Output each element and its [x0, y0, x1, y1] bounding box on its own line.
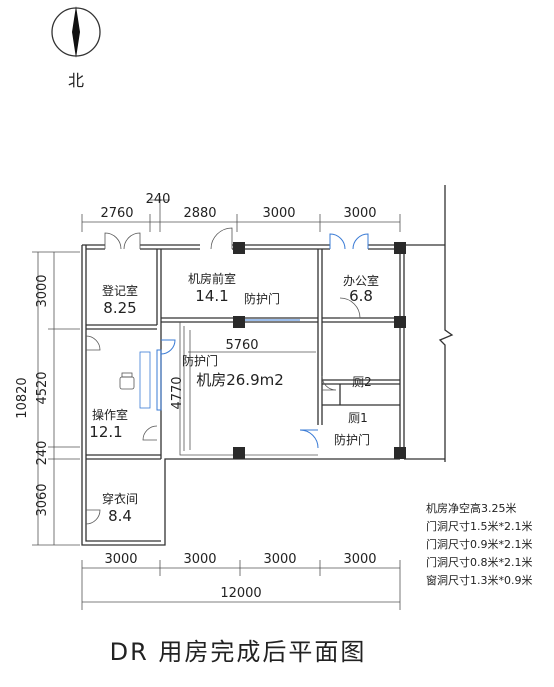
note-3: 门洞尺寸0.9米*2.1米 — [426, 537, 533, 551]
door-control-bottom — [142, 425, 158, 441]
top-dimensions: 2760 240 2880 3000 3000 — [81, 192, 401, 232]
door-restroom2 — [321, 375, 337, 391]
room-restroom2-label: 厕2 — [352, 375, 372, 389]
doors — [85, 227, 369, 525]
left-dimensions: 10820 3000 4520 240 3060 — [15, 251, 80, 546]
room-registration-name: 登记室 — [102, 283, 138, 298]
door-protect-left — [160, 339, 176, 355]
room-office-area: 6.8 — [349, 287, 373, 305]
dim-inner-vertical: 4770 — [170, 376, 185, 409]
windows — [139, 349, 162, 411]
protect-door-label-left: 防护门 — [182, 353, 218, 368]
room-control-name: 操作室 — [92, 407, 128, 422]
door-changing — [85, 509, 101, 525]
door-reg-left — [104, 232, 122, 250]
room-machine-label: 机房26.9m2 — [196, 371, 284, 389]
chair-icon — [119, 372, 135, 390]
dim-inner-horizontal: 5760 — [225, 338, 258, 353]
inner-dimensions: 5760 4770 — [170, 330, 316, 450]
room-restroom1-label: 厕1 — [348, 411, 368, 425]
protect-door-label-bottom: 防护门 — [334, 432, 370, 447]
door-control-top — [85, 335, 101, 351]
note-4: 门洞尺寸0.8米*2.1米 — [426, 555, 533, 569]
bottom-dimensions: 3000 3000 3000 3000 12000 — [81, 552, 401, 610]
dim-left-4: 3060 — [35, 483, 50, 516]
note-1: 机房净空高3.25米 — [426, 501, 517, 515]
room-registration-area: 8.25 — [103, 299, 136, 317]
dim-left-total: 10820 — [15, 377, 30, 418]
north-arrow-icon — [72, 6, 80, 58]
room-control-area: 12.1 — [89, 423, 122, 441]
compass-label: 北 — [68, 71, 84, 90]
note-2: 门洞尺寸1.5米*2.1米 — [426, 519, 533, 533]
dim-left-1: 3000 — [35, 274, 50, 307]
dim-top-2: 240 — [146, 192, 171, 207]
door-office-inner — [339, 297, 361, 319]
room-office-name: 办公室 — [343, 273, 379, 288]
dim-bottom-1: 3000 — [104, 552, 137, 567]
dim-bottom-4: 3000 — [343, 552, 376, 567]
protect-door-label-top: 防护门 — [244, 291, 280, 306]
north-compass: 北 — [51, 6, 101, 90]
door-office-left — [329, 233, 346, 250]
walls — [81, 185, 454, 546]
room-changing-area: 8.4 — [108, 507, 132, 525]
dim-top-4: 3000 — [262, 206, 295, 221]
spec-notes: 机房净空高3.25米 门洞尺寸1.5米*2.1米 门洞尺寸0.9米*2.1米 门… — [426, 501, 533, 587]
dim-left-3: 240 — [35, 441, 50, 466]
plan-title: DR 用房完成后平面图 — [110, 638, 367, 666]
dim-bottom-3: 3000 — [263, 552, 296, 567]
room-front-name: 机房前室 — [188, 271, 236, 286]
dim-left-2: 4520 — [35, 371, 50, 404]
dim-top-3: 2880 — [183, 206, 216, 221]
note-5: 窗洞尺寸1.3米*0.9米 — [426, 573, 533, 587]
protect-door-labels: 防护门 防护门 防护门 — [182, 291, 370, 447]
door-front — [210, 227, 233, 250]
dim-bottom-total: 12000 — [220, 586, 261, 601]
room-labels: 登记室 8.25 机房前室 14.1 办公室 6.8 操作室 12.1 机房26… — [89, 271, 379, 525]
door-office-right — [352, 233, 369, 250]
dim-top-1: 2760 — [100, 206, 133, 221]
door-protect-bottom — [299, 429, 319, 449]
dim-top-5: 3000 — [343, 206, 376, 221]
dim-bottom-2: 3000 — [183, 552, 216, 567]
door-reg-right — [123, 232, 141, 250]
room-front-area: 14.1 — [195, 287, 228, 305]
columns — [233, 242, 406, 459]
room-changing-name: 穿衣间 — [102, 491, 138, 506]
